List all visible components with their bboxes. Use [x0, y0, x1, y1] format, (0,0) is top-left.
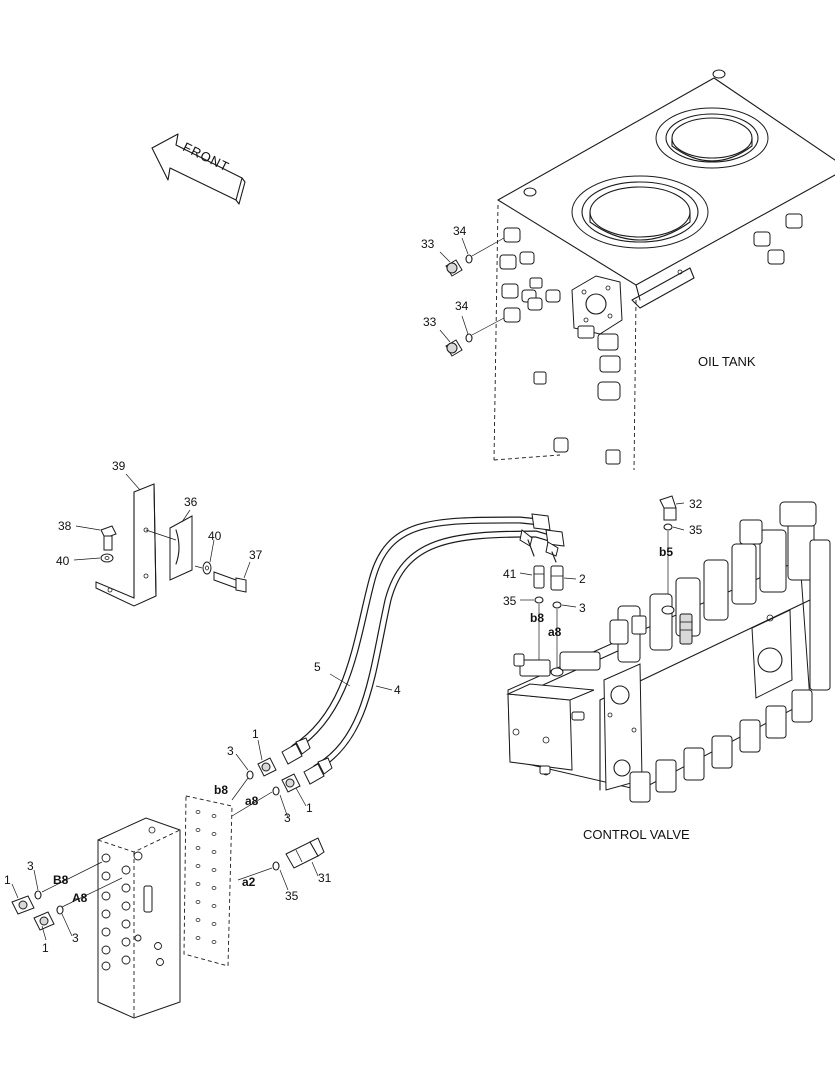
leader-lines — [11, 237, 685, 941]
callout-35: 35 — [503, 594, 517, 608]
callout-40: 40 — [56, 554, 70, 568]
connector-1-b8 — [257, 757, 277, 777]
port-label-a8: a8 — [245, 794, 259, 808]
callout-35: 35 — [689, 523, 703, 537]
bolt-38 — [100, 525, 117, 551]
callout-40: 40 — [208, 529, 222, 543]
callout-1: 1 — [42, 941, 49, 955]
o-ring-3-b8 — [246, 770, 254, 780]
o-ring-3-A8 — [56, 905, 64, 915]
adapter-41 — [533, 565, 545, 589]
adapter-2 — [550, 565, 564, 591]
o-ring-35-b5 — [663, 523, 673, 531]
oil-tank-caption: OIL TANK — [698, 354, 756, 369]
connector-1-A8 — [33, 911, 55, 931]
o-ring-35-cv — [534, 596, 544, 604]
hose-4 — [312, 530, 560, 772]
callout-1: 1 — [4, 873, 11, 887]
hose-end-fittings — [281, 513, 565, 785]
callout-41: 41 — [503, 567, 517, 581]
port-label-a2: a2 — [242, 875, 256, 889]
elbow-32 — [659, 495, 677, 521]
callout-1: 1 — [252, 727, 259, 741]
tank-port-bosses — [499, 213, 803, 465]
control-valve — [506, 501, 831, 803]
o-ring-35-a2 — [272, 861, 280, 871]
callout-numbers: 33 34 33 34 39 36 38 40 40 37 32 35 41 2… — [4, 224, 703, 955]
manifold-block — [97, 817, 181, 1019]
callout-4: 4 — [394, 683, 401, 697]
oil-tank — [493, 69, 835, 471]
callout-5: 5 — [314, 660, 321, 674]
port-label-a8: a8 — [548, 625, 562, 639]
clamp-36 — [169, 515, 193, 581]
callout-39: 39 — [112, 459, 126, 473]
callout-31: 31 — [318, 871, 332, 885]
callout-3: 3 — [284, 811, 291, 825]
front-arrow-label: FRONT — [181, 139, 232, 174]
plug-33-lower — [445, 317, 505, 357]
adapter-31 — [285, 837, 325, 869]
connector-1-a8 — [281, 773, 301, 793]
callout-37: 37 — [249, 548, 263, 562]
o-ring-3-B8 — [34, 890, 42, 900]
plug-33-upper — [445, 237, 505, 277]
port-label-A8: A8 — [72, 891, 88, 905]
callout-1: 1 — [306, 801, 313, 815]
callout-3: 3 — [579, 601, 586, 615]
port-label-B8: B8 — [53, 873, 69, 887]
connector-1-B8 — [11, 895, 35, 915]
front-arrow: FRONT — [151, 133, 246, 205]
hose-5 — [290, 516, 544, 752]
spool-sections — [609, 501, 831, 691]
callout-34: 34 — [455, 299, 469, 313]
port-label-b5: b5 — [659, 545, 673, 559]
o-ring-3-cv — [552, 601, 562, 609]
callout-36: 36 — [184, 495, 198, 509]
spool-ends — [629, 689, 813, 803]
bolt-37 — [213, 571, 247, 593]
o-ring-3-a8 — [272, 786, 280, 796]
callout-3: 3 — [227, 744, 234, 758]
callout-3: 3 — [27, 859, 34, 873]
callout-32: 32 — [689, 497, 703, 511]
washer-40-left — [100, 553, 114, 563]
callout-2: 2 — [579, 572, 586, 586]
port-label-b8: b8 — [530, 611, 544, 625]
callout-3: 3 — [72, 931, 79, 945]
callout-33: 33 — [423, 315, 437, 329]
callout-35: 35 — [285, 889, 299, 903]
washer-40-right — [202, 561, 212, 575]
gasket-plate — [183, 795, 233, 967]
callout-33: 33 — [421, 237, 435, 251]
port-labels: b5 b8 a8 b8 a8 a2 B8 A8 — [53, 545, 673, 905]
callout-38: 38 — [58, 519, 72, 533]
port-label-b8: b8 — [214, 783, 228, 797]
bracket-39 — [95, 483, 157, 607]
callout-34: 34 — [453, 224, 467, 238]
control-valve-caption: CONTROL VALVE — [583, 827, 690, 842]
